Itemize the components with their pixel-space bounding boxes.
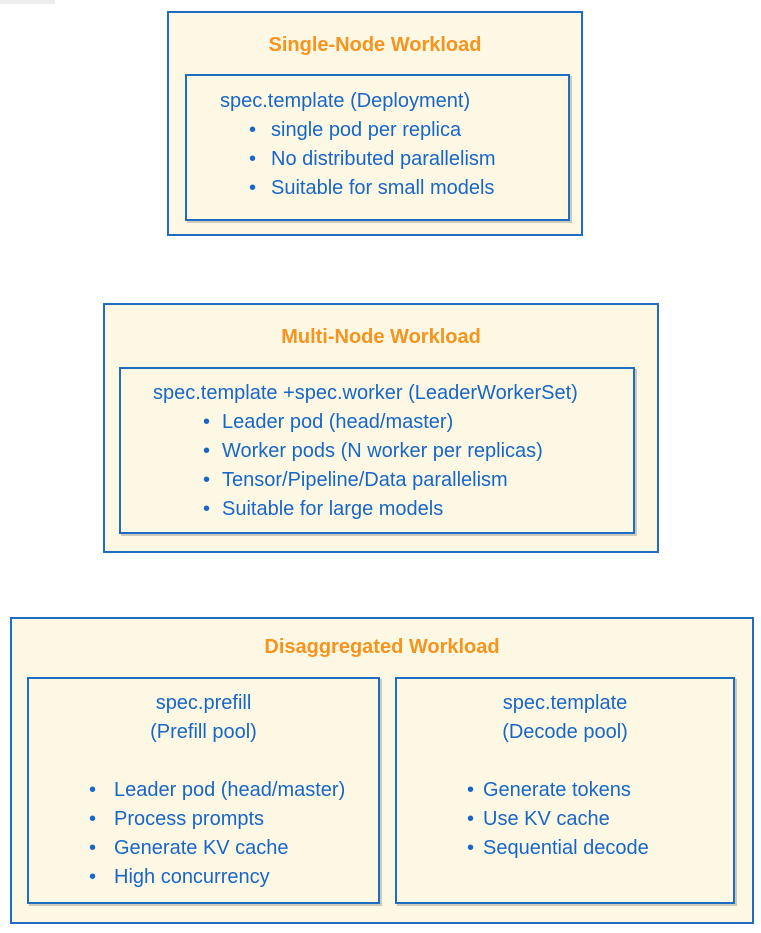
bullet-item: Tensor/Pipeline/Data parallelism (203, 466, 633, 495)
prefill-pool-subheading: (Prefill pool) (150, 721, 257, 743)
prefill-spec-heading: spec.prefill (155, 692, 252, 714)
deployment-bullet-list: single pod per replica No distributed pa… (187, 116, 568, 203)
multi-node-workload-box: Multi-Node Workload spec.template +spec.… (103, 303, 659, 553)
multi-node-workload-title: Multi-Node Workload (281, 326, 481, 348)
screen-edge-artifact (0, 0, 55, 4)
decode-pool-subheading: (Decode pool) (502, 721, 628, 743)
deployment-spec-box: spec.template (Deployment) single pod pe… (185, 74, 570, 221)
bullet-item: Leader pod (head/master) (203, 408, 633, 437)
prefill-bullet-list: Leader pod (head/master) Process prompts… (29, 776, 378, 892)
bullet-item: Use KV cache (467, 805, 733, 834)
bullet-item: Generate KV cache (89, 834, 378, 863)
prefill-pool-box: spec.prefill (Prefill pool) Leader pod (… (27, 677, 380, 904)
leaderworkerset-spec-heading: spec.template +spec.worker (LeaderWorker… (153, 382, 578, 404)
bullet-item: High concurrency (89, 863, 378, 892)
leaderworkerset-spec-box: spec.template +spec.worker (LeaderWorker… (119, 367, 635, 534)
deployment-spec-heading: spec.template (Deployment) (220, 90, 471, 112)
disaggregated-workload-box: Disaggregated Workload spec.prefill (Pre… (10, 617, 754, 924)
single-node-workload-box: Single-Node Workload spec.template (Depl… (167, 11, 583, 236)
bullet-item: Leader pod (head/master) (89, 776, 378, 805)
decode-spec-heading: spec.template (502, 692, 628, 714)
bullet-item: Sequential decode (467, 834, 733, 863)
disaggregated-workload-title: Disaggregated Workload (264, 636, 500, 658)
bullet-item: Suitable for small models (249, 174, 568, 203)
bullet-item: single pod per replica (249, 116, 568, 145)
bullet-item: Suitable for large models (203, 495, 633, 524)
leaderworkerset-bullet-list: Leader pod (head/master) Worker pods (N … (121, 408, 633, 524)
bullet-item: No distributed parallelism (249, 145, 568, 174)
bullet-item: Worker pods (N worker per replicas) (203, 437, 633, 466)
decode-bullet-list: Generate tokens Use KV cache Sequential … (397, 776, 733, 863)
single-node-workload-title: Single-Node Workload (268, 34, 482, 56)
bullet-item: Generate tokens (467, 776, 733, 805)
decode-pool-box: spec.template (Decode pool) Generate tok… (395, 677, 735, 904)
bullet-item: Process prompts (89, 805, 378, 834)
